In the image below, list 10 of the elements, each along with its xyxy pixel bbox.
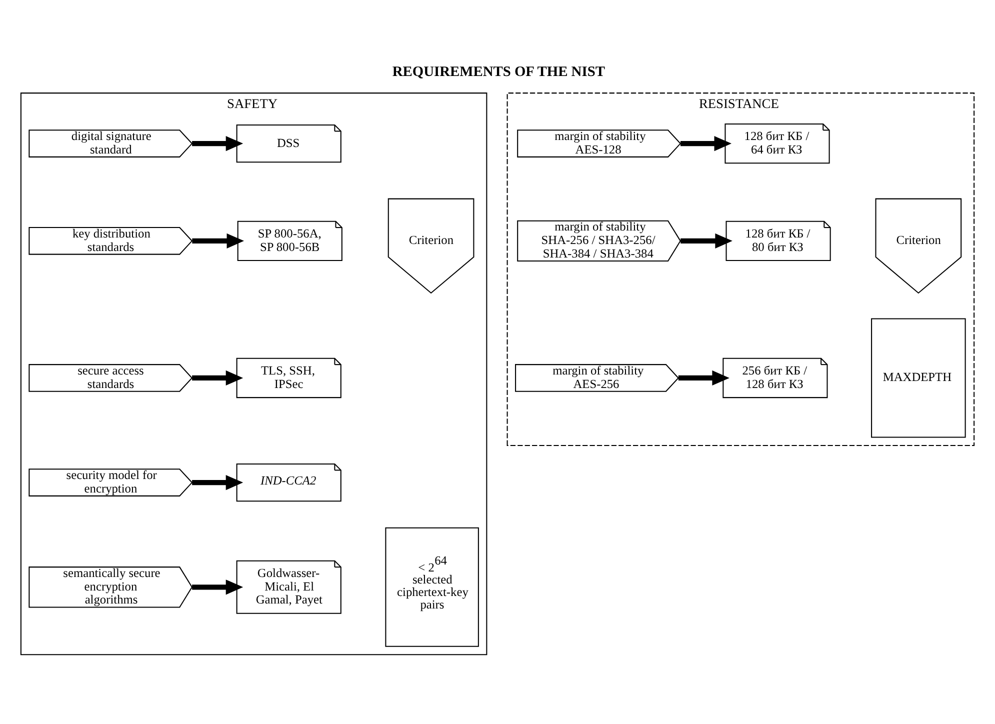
arrow [680,233,732,248]
arrow [678,370,730,386]
arrow [192,233,244,248]
arrow [192,580,244,595]
arrow [192,475,244,490]
arrow [192,136,244,152]
node-box: MAXDEPTH [871,318,966,438]
arrow [192,370,244,386]
diagram-title: REQUIREMENTS OF THE NIST [392,64,605,80]
arrow [680,136,732,152]
